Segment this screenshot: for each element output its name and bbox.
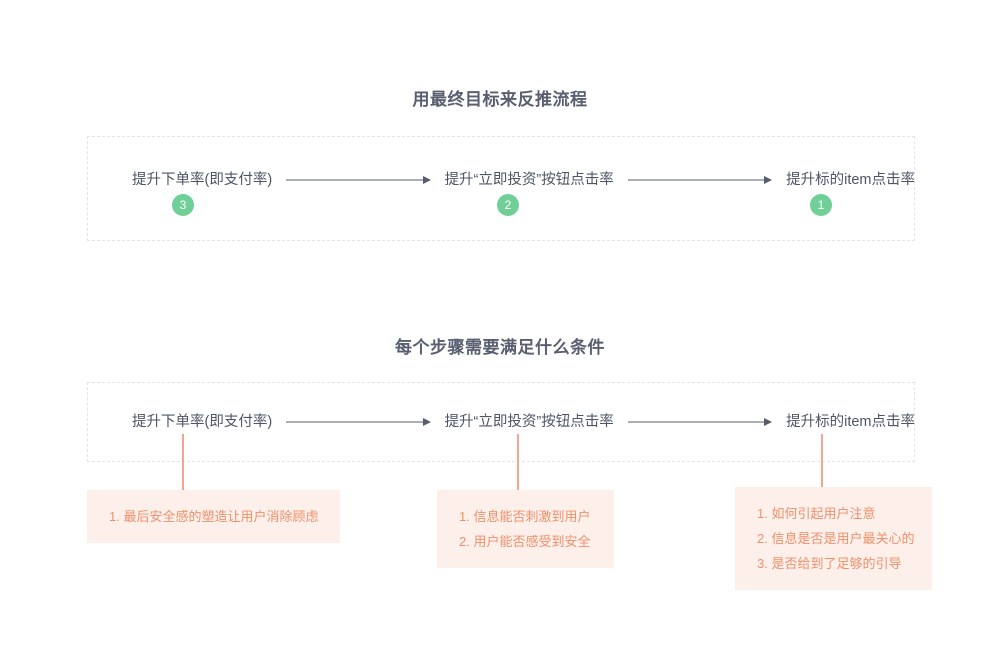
arrow-line xyxy=(627,179,766,181)
condition-item: 2. 信息是否是用户最关心的 xyxy=(757,531,915,546)
arrow-line xyxy=(627,421,766,423)
arrow-line xyxy=(286,179,424,181)
cond-node-item-click: 提升标的item点击率 xyxy=(786,414,916,430)
arrow-connector-2 xyxy=(627,174,773,186)
flow-container-goal-flow xyxy=(87,136,915,241)
vertical-connector-2 xyxy=(517,434,519,490)
condition-item: 1. 信息能否刺激到用户 xyxy=(459,509,591,524)
section-title-conditions: 每个步骤需要满足什么条件 xyxy=(395,338,605,357)
step-badge-1: 1 xyxy=(810,194,832,216)
arrow-connector-3 xyxy=(286,416,431,428)
condition-item: 2. 用户能否感受到安全 xyxy=(459,534,591,549)
step-badge-3: 3 xyxy=(172,194,194,216)
condition-item: 1. 最后安全感的塑造让用户消除顾虑 xyxy=(109,509,319,524)
arrow-line xyxy=(286,421,424,423)
condition-item: 1. 如何引起用户注意 xyxy=(757,506,876,521)
flow-row-goal: 提升下单率(即支付率) 提升“立即投资”按钮点击率 提升标的item点击率 xyxy=(87,168,915,192)
section-title-goal-flow: 用最终目标来反推流程 xyxy=(412,90,588,109)
condition-box-item-click: 1. 如何引起用户注意 2. 信息是否是用户最关心的 3. 是否给到了足够的引导 xyxy=(735,487,932,590)
cond-node-invest-button: 提升“立即投资”按钮点击率 xyxy=(444,414,614,430)
step-badge-2: 2 xyxy=(497,194,519,216)
arrow-head-icon xyxy=(422,418,431,426)
condition-box-payment-rate: 1. 最后安全感的塑造让用户消除顾虑 xyxy=(87,490,340,543)
arrow-connector-1 xyxy=(286,174,431,186)
flow-node-invest-button: 提升“立即投资”按钮点击率 xyxy=(444,172,614,188)
arrow-head-icon xyxy=(422,176,431,184)
flow-row-conditions: 提升下单率(即支付率) 提升“立即投资”按钮点击率 提升标的item点击率 xyxy=(87,410,915,434)
vertical-connector-3 xyxy=(821,434,823,490)
flow-node-item-click: 提升标的item点击率 xyxy=(786,172,916,188)
cond-node-payment-rate: 提升下单率(即支付率) xyxy=(132,414,273,430)
condition-item: 3. 是否给到了足够的引导 xyxy=(757,556,902,571)
vertical-connector-1 xyxy=(182,434,184,490)
flow-container-conditions xyxy=(87,382,915,462)
flow-node-payment-rate: 提升下单率(即支付率) xyxy=(132,172,273,188)
arrow-head-icon xyxy=(764,418,773,426)
condition-box-invest-button: 1. 信息能否刺激到用户 2. 用户能否感受到安全 xyxy=(437,490,614,568)
arrow-head-icon xyxy=(764,176,773,184)
arrow-connector-4 xyxy=(627,416,773,428)
